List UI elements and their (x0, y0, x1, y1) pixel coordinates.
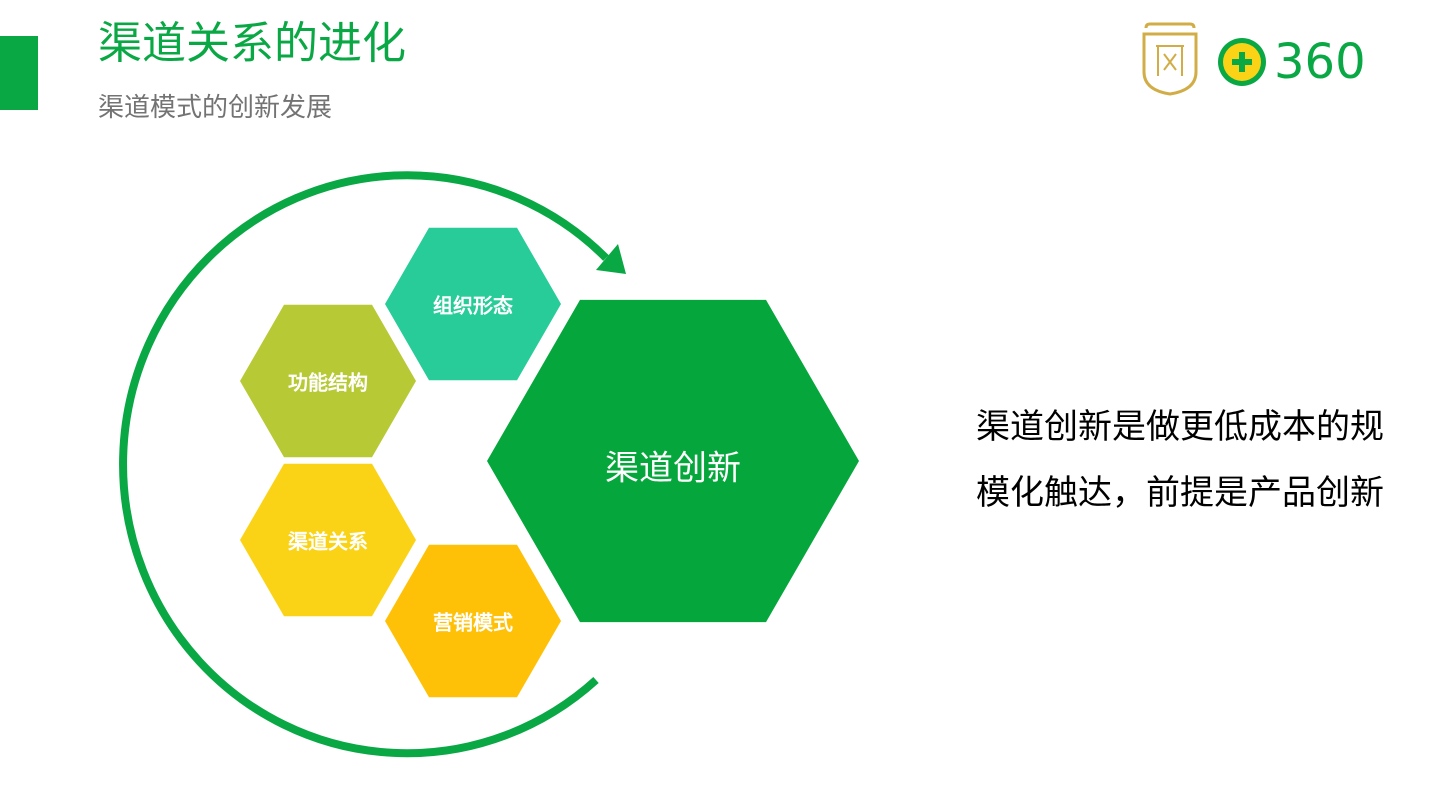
label-center: 渠道创新 (605, 448, 741, 489)
statement-line-1: 渠道创新是做更低成本的规 (976, 407, 1384, 447)
brand-text: 360 (1274, 34, 1366, 90)
statement: 渠道创新是做更低成本的规 模化触达，前提是产品创新 (976, 394, 1384, 526)
hexagon-func (240, 304, 416, 458)
cycle-arrow-arc (119, 171, 609, 758)
label-org: 组织形态 (433, 293, 513, 318)
label-func: 功能结构 (288, 370, 368, 395)
plus-circle-icon (1218, 38, 1266, 86)
label-mkt: 营销模式 (433, 610, 513, 635)
cycle-arrowhead (596, 244, 626, 274)
hexagon-rel (240, 463, 416, 617)
label-rel: 渠道关系 (288, 529, 368, 554)
slide-subtitle: 渠道模式的创新发展 (98, 93, 333, 123)
pavilion-badge-icon (1142, 22, 1198, 96)
slide-title: 渠道关系的进化 (98, 18, 406, 69)
logo-area: 360 (1138, 20, 1408, 102)
hexagon-org (385, 227, 561, 381)
hexagon-mkt (385, 544, 561, 698)
statement-line-2: 模化触达，前提是产品创新 (976, 473, 1384, 513)
hexagon-center (487, 299, 859, 623)
accent-bar (0, 36, 38, 110)
